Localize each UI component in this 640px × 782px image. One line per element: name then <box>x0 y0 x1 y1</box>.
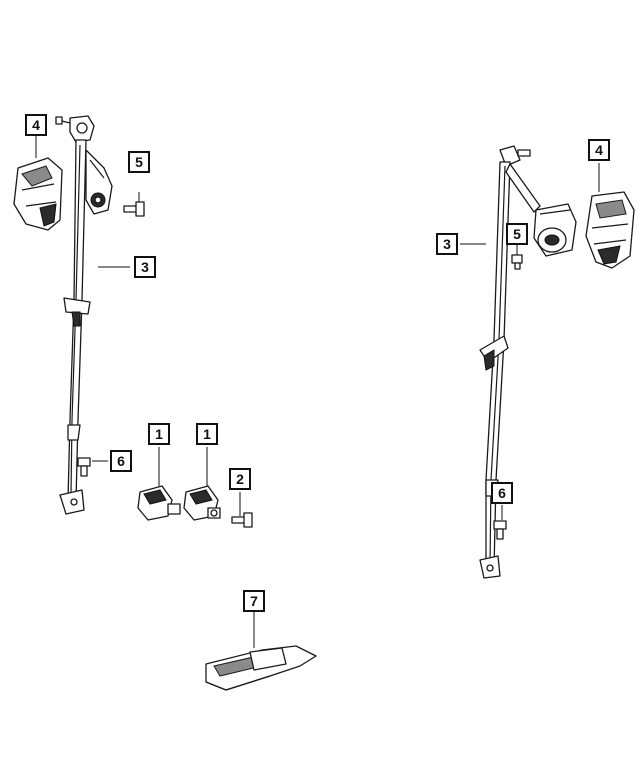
callout-7: 7 <box>243 590 265 612</box>
leader-lines <box>35 136 600 648</box>
right-upper-anchor <box>499 145 531 167</box>
callout-6-right: 6 <box>491 482 513 504</box>
buckle-pair <box>137 485 253 528</box>
right-belt-webbing <box>485 161 541 571</box>
callout-3-left: 3 <box>134 256 156 278</box>
buckle-right <box>183 485 221 521</box>
left-seat-belt-assembly <box>13 115 145 515</box>
left-retractor <box>85 149 113 215</box>
left-belt-guide <box>63 297 91 327</box>
bolt-2 <box>231 512 253 528</box>
callout-1-a: 1 <box>148 423 170 445</box>
callout-1-b: 1 <box>196 423 218 445</box>
right-belt-guide <box>479 335 509 371</box>
left-bolt-6 <box>77 457 91 477</box>
callout-5-right: 5 <box>506 223 528 245</box>
callout-6-left: 6 <box>110 450 132 472</box>
callout-2: 2 <box>229 468 251 490</box>
right-trim-cover <box>585 191 635 269</box>
right-bolt-6 <box>493 520 507 540</box>
right-retractor <box>533 203 577 257</box>
callout-4-left: 4 <box>25 114 47 136</box>
right-bolt-5 <box>511 254 523 270</box>
right-seat-belt-assembly <box>479 145 635 579</box>
left-bolt-5 <box>123 201 145 217</box>
buckle-bracket-7 <box>205 645 317 691</box>
left-trim-cover <box>13 157 63 231</box>
callout-3-right: 3 <box>436 233 458 255</box>
buckle-left <box>137 485 181 521</box>
left-upper-anchor <box>55 115 95 143</box>
left-lower-anchor <box>59 424 85 515</box>
callout-5-left: 5 <box>128 151 150 173</box>
callout-4-right: 4 <box>588 139 610 161</box>
